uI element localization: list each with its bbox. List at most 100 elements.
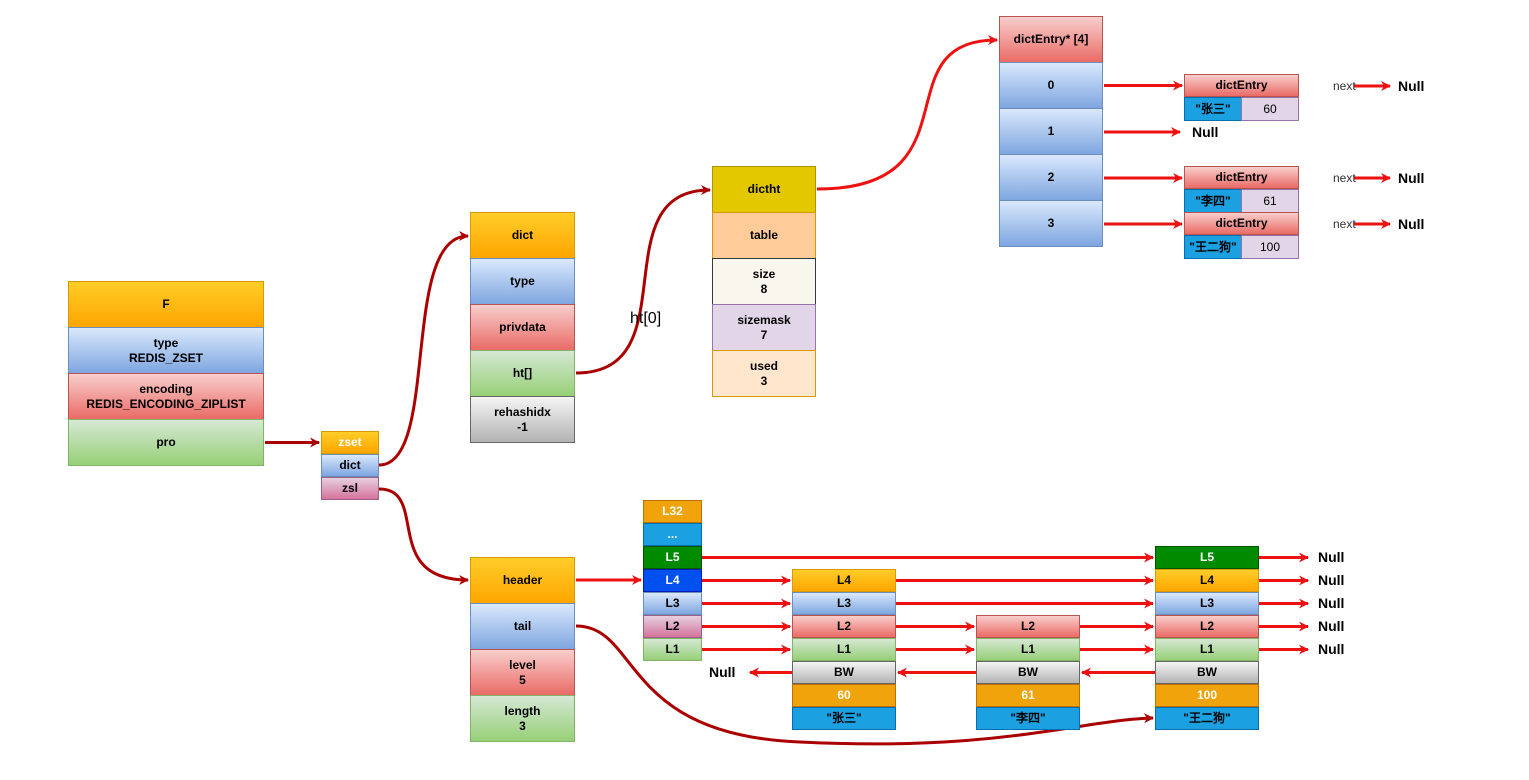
table-slot-2-text: 2 bbox=[1047, 170, 1055, 184]
dictht-used: used 3 bbox=[712, 350, 816, 397]
header-level-6: L1 bbox=[643, 638, 702, 661]
dict-entry-2-null: Null bbox=[1398, 216, 1425, 232]
skip-node-0-backward-text: BW bbox=[834, 665, 854, 679]
dict-entry-0-name: dictEntry bbox=[1184, 74, 1299, 97]
skip-node-2-level-3: L2 bbox=[1155, 615, 1259, 638]
skip-node-2-level-2: L3 bbox=[1155, 592, 1259, 615]
dict-name: dict bbox=[470, 212, 575, 259]
dict-type-text: type bbox=[510, 274, 535, 288]
skip-node-1-backward-text: BW bbox=[1018, 665, 1038, 679]
dictht-table-text: table bbox=[749, 228, 778, 242]
skip-node-0-level-1-text: L3 bbox=[836, 596, 851, 610]
zsl-tail: tail bbox=[470, 603, 575, 650]
table-name: dictEntry* [4] bbox=[999, 16, 1103, 63]
skip-node-2-backward-text: BW bbox=[1197, 665, 1217, 679]
dict-entry-1-key: "李四" bbox=[1184, 189, 1242, 213]
zsl-header-text: header bbox=[502, 573, 543, 587]
table-slot-1-text: 1 bbox=[1047, 124, 1055, 138]
skip-l5-null: Null bbox=[1318, 548, 1345, 565]
dict-privdata: privdata bbox=[470, 304, 575, 351]
dictht-used-text: used 3 bbox=[749, 358, 778, 388]
zset-zsl-text: zsl bbox=[341, 481, 358, 495]
zset-dict-text: dict bbox=[339, 458, 361, 472]
skip-node-1-level-0-text: L2 bbox=[1020, 619, 1035, 633]
dict-type: type bbox=[470, 258, 575, 305]
skip-node-0-level-1: L3 bbox=[792, 592, 896, 615]
dict-entry-0-next-label: next bbox=[1333, 79, 1356, 93]
dict-entry-2-key-text: "王二狗" bbox=[1189, 239, 1237, 254]
dict-entry-2-value: 100 bbox=[1241, 235, 1299, 259]
arrow-dict-ht-dictht bbox=[575, 185, 711, 375]
dict-entry-0-key-text: "张三" bbox=[1195, 101, 1231, 116]
skip-node-1-score: 61 bbox=[976, 684, 1080, 707]
dict-ht: ht[] bbox=[470, 350, 575, 397]
dict-ht-text: ht[] bbox=[512, 366, 533, 380]
dict-entry-1-value-text: 61 bbox=[1263, 193, 1277, 208]
header-level-2-text: L5 bbox=[665, 550, 680, 564]
zsl-length-text: length 3 bbox=[504, 703, 541, 733]
skip-node-1-member: "李四" bbox=[976, 707, 1080, 730]
skip-node-2-level-0: L5 bbox=[1155, 546, 1259, 569]
skip-node-2-level-2-text: L3 bbox=[1199, 596, 1214, 610]
zsl-level-text: level 5 bbox=[509, 657, 536, 687]
skip-node-2-level-0-text: L5 bbox=[1199, 550, 1214, 564]
header-level-6-text: L1 bbox=[665, 642, 680, 656]
object-name-text: F bbox=[162, 297, 170, 311]
skip-node-0-level-2: L2 bbox=[792, 615, 896, 638]
zsl-header: header bbox=[470, 557, 575, 604]
table-slot-2: 2 bbox=[999, 154, 1103, 201]
dictht-size: size 8 bbox=[712, 258, 816, 305]
header-level-4-text: L3 bbox=[665, 596, 680, 610]
zsl-level: level 5 bbox=[470, 649, 575, 696]
zset-dict: dict bbox=[321, 454, 379, 477]
skip-node-0-score: 60 bbox=[792, 684, 896, 707]
object-type-text: type REDIS_ZSET bbox=[128, 335, 203, 365]
table-slot-0: 0 bbox=[999, 62, 1103, 109]
object-type: type REDIS_ZSET bbox=[68, 327, 264, 374]
skip-l3-null: Null bbox=[1318, 594, 1345, 611]
table-slot-0-text: 0 bbox=[1047, 78, 1055, 92]
zsl-tail-text: tail bbox=[513, 619, 532, 633]
header-level-3: L4 bbox=[643, 569, 702, 592]
skip-node-0-member: "张三" bbox=[792, 707, 896, 730]
header-level-1-text: ... bbox=[667, 527, 678, 541]
dict-entry-1-name-text: dictEntry bbox=[1215, 170, 1268, 184]
skip-l2-null: Null bbox=[1318, 617, 1345, 634]
zsl-length: length 3 bbox=[470, 695, 575, 742]
dict-entry-1-next-label: next bbox=[1333, 171, 1356, 185]
skip-node-0-level-3: L1 bbox=[792, 638, 896, 661]
skip-bw-null: Null bbox=[709, 663, 736, 680]
table-slot-3: 3 bbox=[999, 200, 1103, 247]
skip-node-1-score-text: 61 bbox=[1021, 688, 1035, 702]
skip-node-2-member-text: "王二狗" bbox=[1183, 711, 1231, 725]
header-level-0-text: L32 bbox=[662, 504, 683, 518]
zset-name: zset bbox=[321, 431, 379, 454]
dictht-name: dictht bbox=[712, 166, 816, 213]
zset-name-text: zset bbox=[338, 435, 362, 449]
dict-entry-1-key-text: "李四" bbox=[1195, 193, 1231, 208]
dict-entry-0-key: "张三" bbox=[1184, 97, 1242, 121]
header-level-5-text: L2 bbox=[665, 619, 680, 633]
dictht-table: table bbox=[712, 212, 816, 259]
skip-node-2-score: 100 bbox=[1155, 684, 1259, 707]
object-name: F bbox=[68, 281, 264, 328]
dict-entry-0-null: Null bbox=[1398, 78, 1425, 94]
table-name-text: dictEntry* [4] bbox=[1013, 32, 1089, 46]
table-slot-1: 1 bbox=[999, 108, 1103, 155]
skip-node-0-backward: BW bbox=[792, 661, 896, 684]
dict-entry-2-key: "王二狗" bbox=[1184, 235, 1242, 259]
skip-node-2-backward: BW bbox=[1155, 661, 1259, 684]
table-slot-3-text: 3 bbox=[1047, 216, 1055, 230]
skip-l1-null: Null bbox=[1318, 640, 1345, 657]
dict-entry-0-value-text: 60 bbox=[1263, 101, 1277, 116]
dict-entry-0-name-text: dictEntry bbox=[1215, 78, 1268, 92]
object-ptr: pro bbox=[68, 419, 264, 466]
skip-node-2-level-4-text: L1 bbox=[1199, 642, 1214, 656]
arrow-zset-dict bbox=[378, 231, 469, 467]
object-ptr-text: pro bbox=[156, 435, 176, 449]
ht0-label: ht[0] bbox=[630, 310, 662, 327]
skip-node-0-level-2-text: L2 bbox=[836, 619, 851, 633]
skip-node-0-level-0-text: L4 bbox=[836, 573, 851, 587]
